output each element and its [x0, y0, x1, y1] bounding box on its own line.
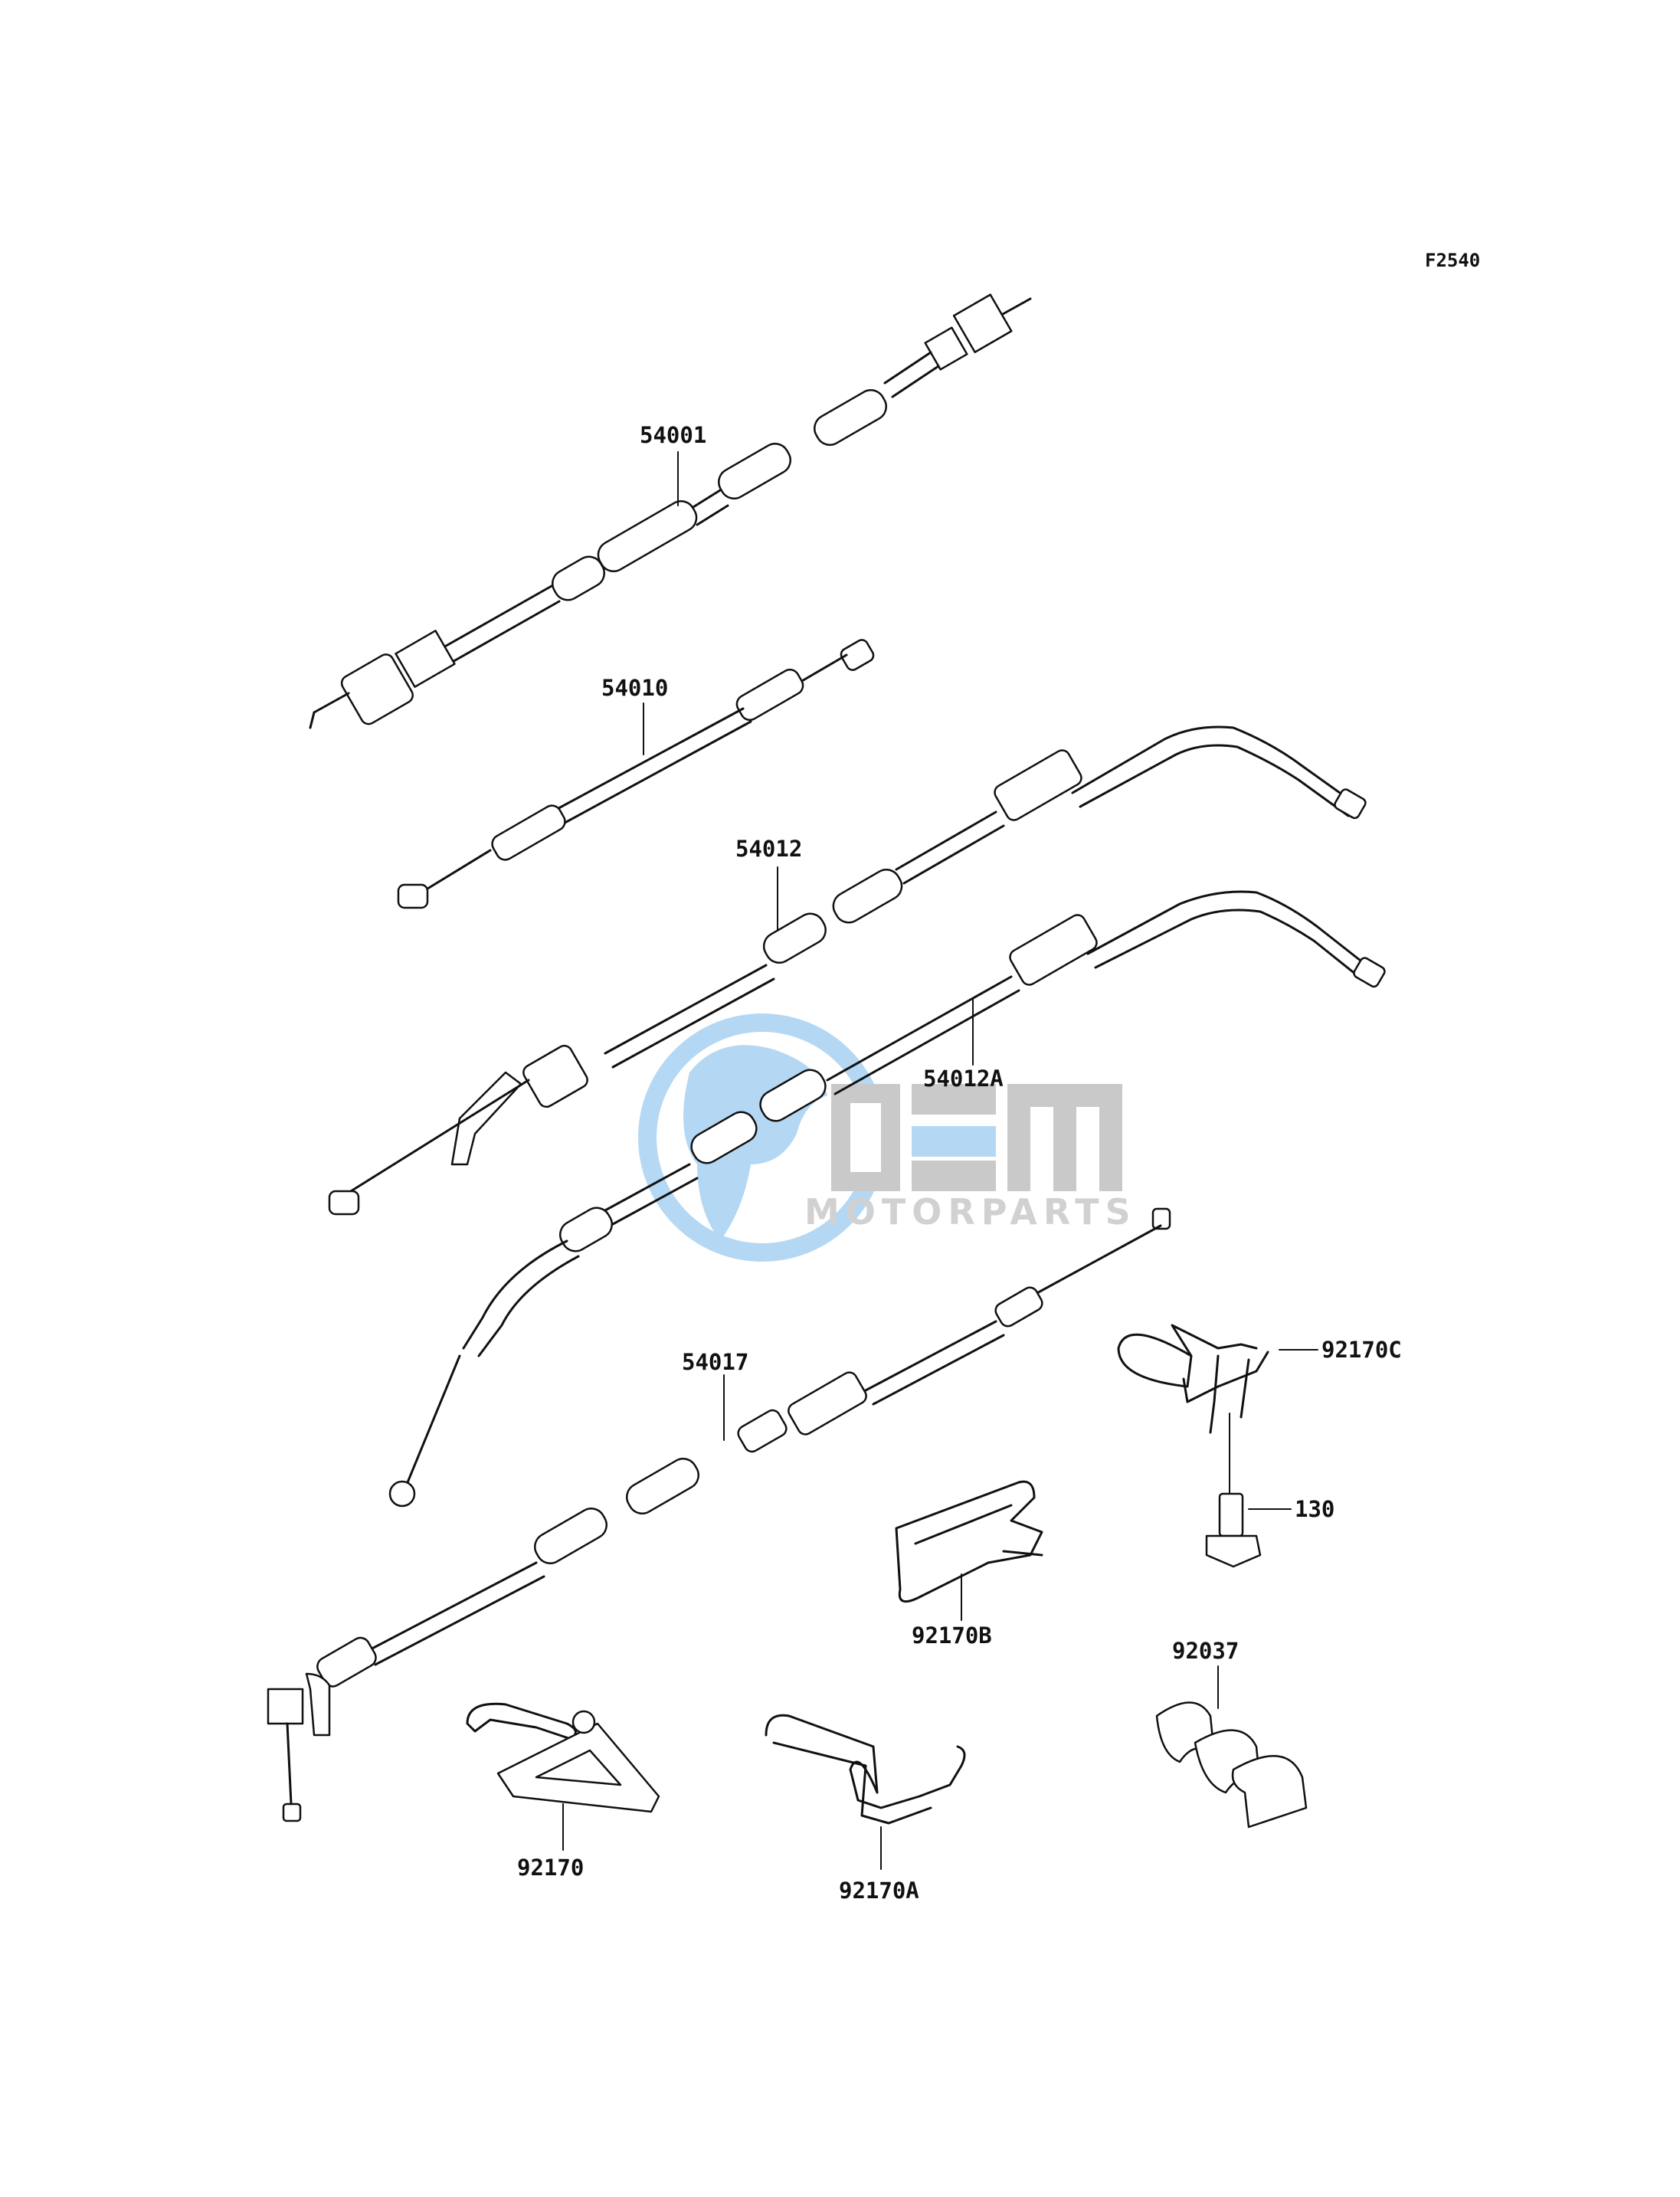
cable-54010	[397, 639, 875, 909]
clamp-92170b	[895, 1480, 1043, 1603]
label-130: 130	[1295, 1496, 1335, 1522]
label-54010: 54010	[601, 675, 668, 701]
label-54012: 54012	[735, 836, 802, 862]
diagram-code: F2540	[1425, 250, 1480, 271]
clamp-92170c	[1117, 1324, 1269, 1434]
cable-54012	[328, 725, 1367, 1216]
label-92170: 92170	[517, 1855, 584, 1881]
bolt-130	[1205, 1413, 1262, 1568]
clamp-92170	[466, 1702, 660, 1813]
watermark-tagline: MOTORPARTS	[804, 1191, 1137, 1233]
label-54012a: 54012A	[923, 1066, 1004, 1092]
clamp-92170a	[765, 1714, 966, 1825]
label-92170c: 92170C	[1321, 1337, 1402, 1363]
label-92037: 92037	[1172, 1638, 1239, 1664]
cable-54001	[309, 293, 1032, 729]
cable-54012a	[388, 890, 1386, 1508]
clamp-92037	[1155, 1701, 1308, 1829]
label-92170a: 92170A	[839, 1878, 919, 1904]
label-54001: 54001	[640, 422, 706, 448]
label-92170b: 92170B	[912, 1622, 992, 1649]
cable-54017	[267, 1207, 1171, 1822]
label-54017: 54017	[682, 1349, 748, 1375]
